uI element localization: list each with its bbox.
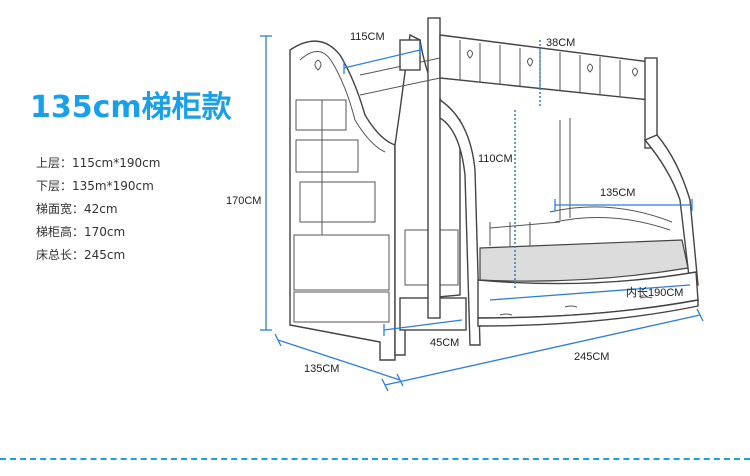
spec-step-width: 梯面宽：42cm bbox=[36, 202, 118, 216]
bottom-divider bbox=[0, 458, 750, 460]
page-title: 135cm梯柜款 bbox=[30, 90, 232, 125]
depth-label: 135CM bbox=[304, 363, 339, 375]
upper-bunk bbox=[359, 17, 658, 319]
lower-bunk bbox=[439, 98, 699, 346]
step-depth-label: 45CM bbox=[430, 337, 459, 349]
lower-width-label: 135CM bbox=[600, 187, 635, 199]
spec-cabinet-height: 梯柜高：170cm bbox=[36, 225, 126, 239]
dimension-lines bbox=[260, 35, 704, 392]
stair-cabinet bbox=[289, 40, 396, 361]
spec-list: 上层：115cm*190cm 下层：135m*190cm 梯面宽：42cm 梯柜… bbox=[36, 152, 160, 267]
spec-upper-bunk: 上层：115cm*190cm bbox=[36, 156, 161, 170]
top-width-label: 115CM bbox=[350, 31, 385, 43]
inner-length-label: 内长190CM bbox=[626, 285, 683, 299]
spec-lower-bunk: 下层：135m*190cm bbox=[36, 179, 154, 193]
lower-clearance-label: 110CM bbox=[478, 153, 513, 165]
rail-height-label: 38CM bbox=[546, 37, 575, 49]
total-height-label: 170CM bbox=[226, 195, 261, 207]
spec-total-length: 床总长：245cm bbox=[36, 248, 126, 262]
total-length-label: 245CM bbox=[574, 351, 609, 363]
